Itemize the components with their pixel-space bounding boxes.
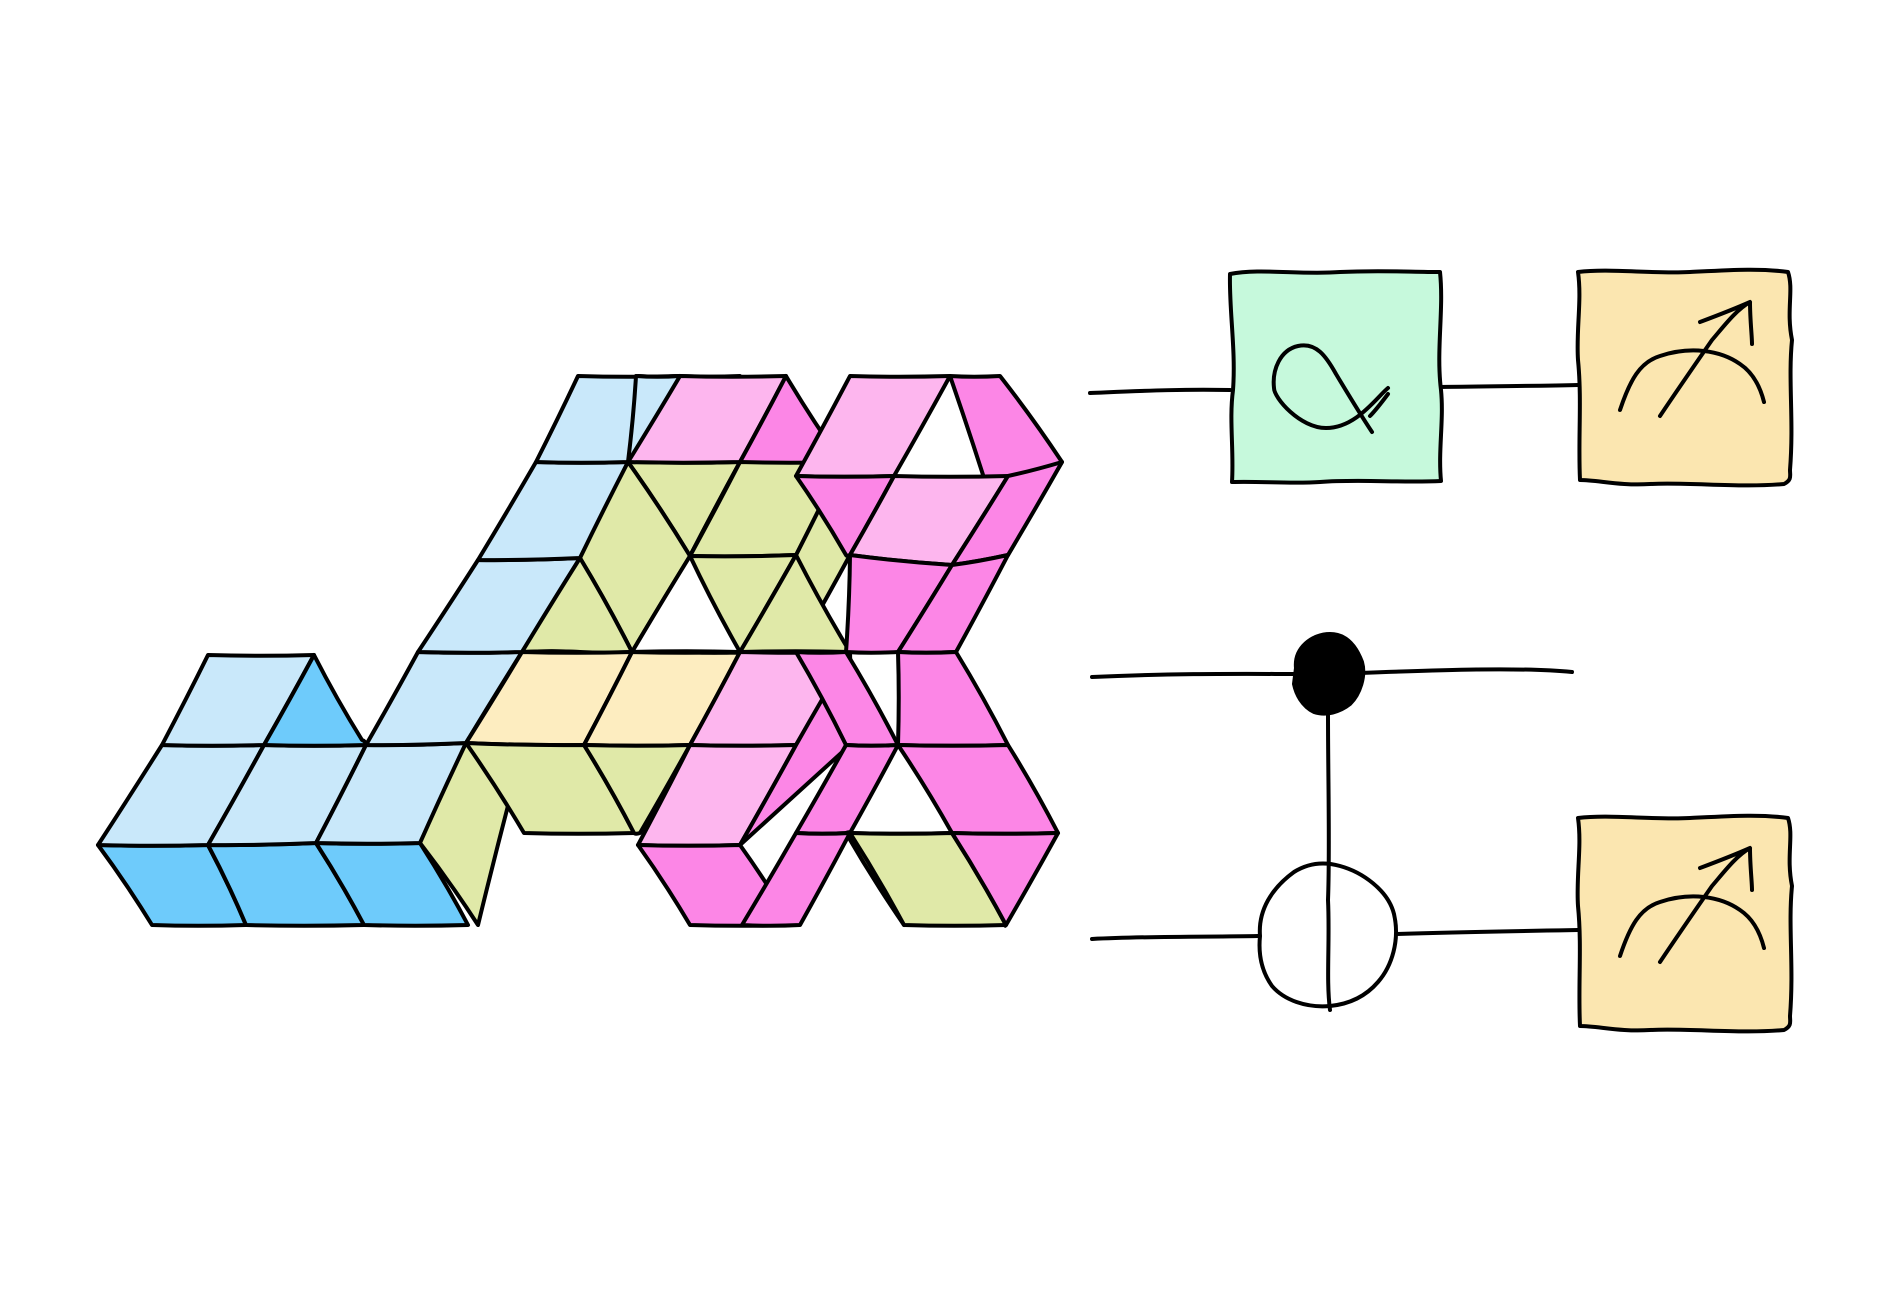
rotation-gate-alpha xyxy=(1227,269,1444,485)
cnot-target-circle xyxy=(1257,861,1399,1009)
logo-tile xyxy=(896,650,1010,748)
quantum-circuit xyxy=(1088,267,1794,1034)
cnot-gate xyxy=(1257,632,1399,1012)
wire-3-right xyxy=(1394,928,1580,936)
logo-tile xyxy=(582,743,692,836)
logo-tile xyxy=(896,743,1060,836)
cnot-control-dot xyxy=(1292,632,1366,716)
logo-tile xyxy=(740,831,852,928)
wire-1-middle xyxy=(1438,383,1580,389)
jax-logo xyxy=(96,374,1064,928)
logo-letter-x xyxy=(740,374,1064,928)
measurement-gate-bottom xyxy=(1575,813,1794,1034)
wire-1-left xyxy=(1088,387,1232,395)
meter-icon xyxy=(1618,846,1766,964)
logo-tile xyxy=(262,653,368,748)
logo-letter-a xyxy=(418,374,853,928)
meter-icon xyxy=(1618,300,1766,418)
wire-3-left xyxy=(1090,934,1260,941)
logo-tile xyxy=(950,831,1060,928)
measurement-gate-top xyxy=(1575,267,1794,488)
alpha-symbol xyxy=(1271,343,1390,434)
cnot-connector xyxy=(1326,712,1332,1012)
wire-2 xyxy=(1090,667,1574,679)
logo-hole xyxy=(630,554,742,654)
